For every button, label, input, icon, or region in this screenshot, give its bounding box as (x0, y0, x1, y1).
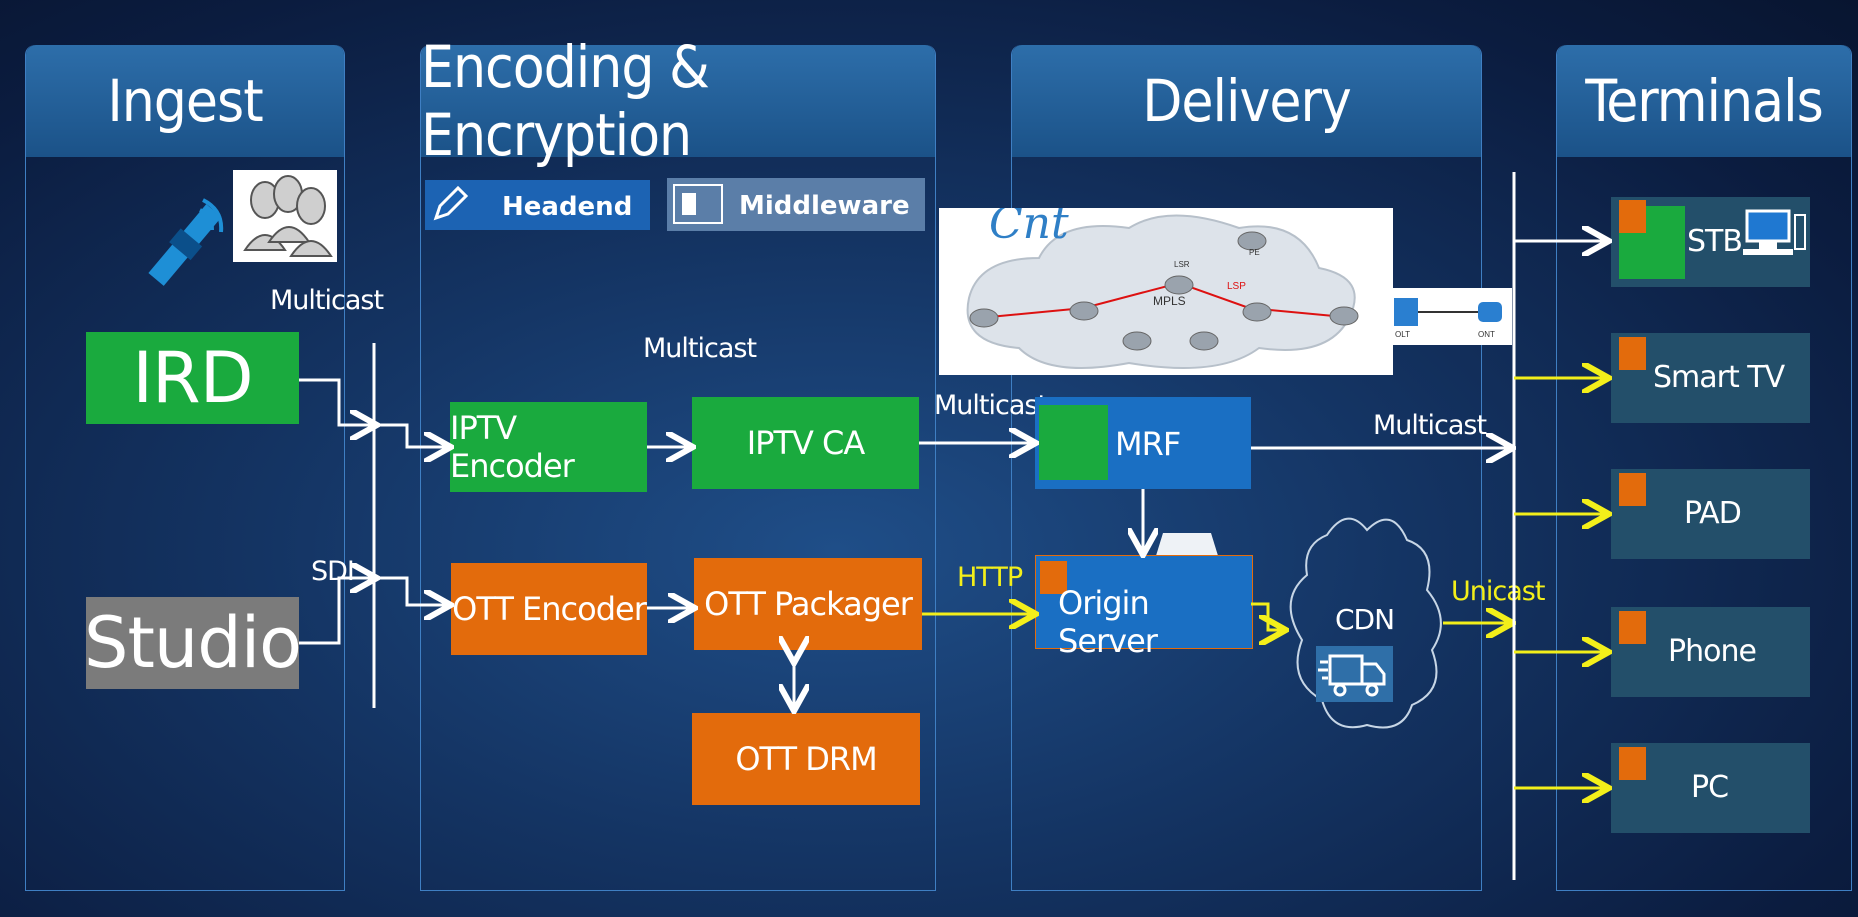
terminal-stb: STB (1611, 197, 1810, 287)
origin-server-orange-marker (1040, 561, 1067, 594)
olt-strip-label: OLT (1395, 330, 1410, 339)
ott-encoder-box: OTT Encoder (451, 563, 647, 655)
pc-orange-marker (1619, 747, 1646, 780)
mpls-network-image: Cnt MPLS LSP PE LSR OLT (939, 208, 1393, 375)
smart-tv-orange-marker (1619, 337, 1646, 370)
multicast-encoding-label: Multicast (643, 333, 757, 364)
middleware-label: Middleware (739, 191, 910, 221)
phone-orange-marker (1619, 611, 1646, 644)
terminal-pc: PC (1611, 743, 1810, 833)
ont-label: ONT (1478, 330, 1495, 339)
ingest-header: Ingest (26, 45, 344, 157)
mrf-label: MRF (1115, 425, 1181, 463)
multicast-ingest-label: Multicast (270, 285, 384, 316)
olt-ont-strip: OLT ONT (1390, 288, 1512, 345)
cdn-cloud: CDN (1287, 505, 1447, 745)
headend-banner: Headend (425, 180, 650, 230)
link-origin-cdn (1251, 602, 1283, 630)
studio-people-icon (233, 170, 337, 262)
origin-server-label: Origin Server (1058, 584, 1158, 660)
terminal-pc-label: PC (1691, 770, 1729, 805)
delivery-header: Delivery (1012, 45, 1481, 157)
unicast-label: Unicast (1451, 576, 1545, 607)
multicast-to-mrf-label: Multicast (934, 390, 1048, 421)
ird-box: IRD (86, 332, 299, 424)
terminal-smart-tv: Smart TV (1611, 333, 1810, 423)
ingest-column: Ingest (25, 45, 345, 891)
encoding-header: Encoding & Encryption (421, 33, 935, 169)
delivery-column: Delivery (1011, 45, 1482, 891)
link-bus-ott-encoder (374, 576, 448, 605)
http-label: HTTP (957, 562, 1023, 593)
stb-orange-marker (1619, 200, 1646, 233)
ott-drm-box: OTT DRM (692, 713, 920, 805)
terminal-pad: PAD (1611, 469, 1810, 559)
pe-label: PE (1249, 248, 1260, 257)
lsp-label: LSP (1227, 281, 1246, 292)
link-ird-bus (299, 378, 374, 425)
terminal-smart-tv-label: Smart TV (1653, 360, 1785, 395)
delivery-truck-icon (1316, 646, 1393, 702)
terminals-column: Terminals (1556, 45, 1852, 891)
ott-packager-box: OTT Packager (694, 558, 922, 650)
pencil-icon (430, 184, 470, 224)
mrf-box: MRF (1035, 397, 1251, 489)
link-studio-bus (299, 578, 374, 645)
network-title: Cnt (989, 208, 1069, 249)
studio-box: Studio (84, 597, 302, 689)
computer-icon (1739, 205, 1807, 263)
terminal-pad-label: PAD (1684, 496, 1742, 531)
headend-label: Headend (502, 192, 633, 222)
mpls-label: MPLS (1153, 294, 1186, 308)
terminals-header: Terminals (1557, 45, 1851, 157)
multicast-to-terminals-label: Multicast (1373, 410, 1487, 441)
iptv-ca-box: IPTV CA (692, 397, 919, 489)
middleware-banner: Middleware (667, 178, 925, 231)
satellite-icon (145, 190, 225, 300)
sdi-label: SDI (311, 556, 355, 587)
lsr-label: LSR (1174, 260, 1190, 269)
terminal-phone: Phone (1611, 607, 1810, 697)
terminal-stb-label: STB (1687, 224, 1743, 259)
mrf-green-marker (1039, 405, 1108, 480)
terminal-phone-label: Phone (1668, 634, 1757, 669)
pad-orange-marker (1619, 473, 1646, 506)
link-bus-iptv-encoder (374, 423, 448, 447)
cdn-label: CDN (1335, 603, 1395, 636)
iptv-encoder-box: IPTV Encoder (450, 402, 647, 492)
server-rack-icon (670, 181, 726, 227)
encoding-column: Encoding & Encryption (420, 33, 936, 891)
